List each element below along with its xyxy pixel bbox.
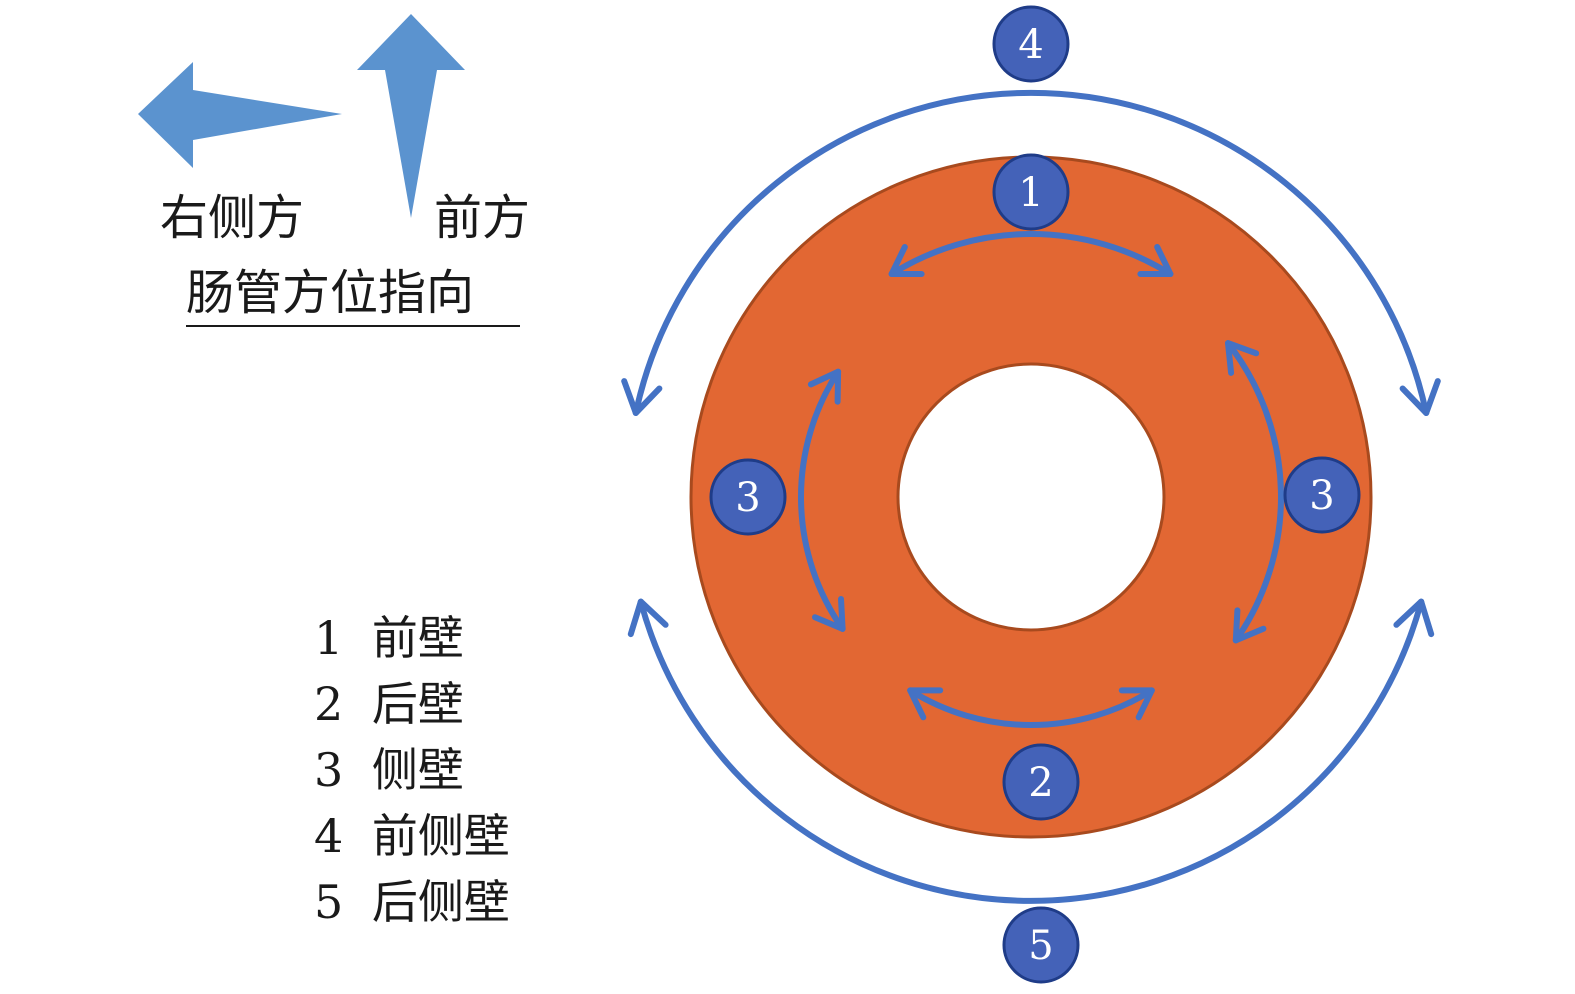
arrowhead-icon <box>1393 598 1435 638</box>
legend-number: 2 <box>314 677 343 731</box>
wall-arrows <box>621 89 1441 904</box>
posterolateral-wall-arrow <box>627 598 1435 904</box>
legend-item-lateral-wall: 3 侧壁 <box>314 743 464 797</box>
legend-label: 前壁 <box>372 611 464 665</box>
legend: 1 前壁 2 后壁 3 侧壁 4 前侧壁 5 后侧壁 <box>314 611 510 929</box>
arrowhead-icon <box>807 368 842 405</box>
badge-lateral-wall-left: 3 <box>709 458 787 536</box>
anterior-wall-arrow <box>888 231 1174 277</box>
arrow-arc <box>1225 340 1285 644</box>
legend-number: 1 <box>314 611 343 665</box>
anterior-direction-label: 前方 <box>434 190 530 246</box>
legend-label: 侧壁 <box>372 743 464 797</box>
legend-number: 4 <box>314 809 343 863</box>
arrowhead-icon <box>812 596 846 632</box>
right-direction-arrow-icon <box>138 62 342 168</box>
anterior-direction-arrow-icon <box>357 14 465 218</box>
legend-number: 3 <box>314 743 343 797</box>
badge-lateral-wall-right: 3 <box>1283 456 1361 534</box>
arrowhead-icon <box>627 598 669 638</box>
badge-posterior-wall: 2 <box>1002 743 1080 821</box>
badge-circle <box>1002 743 1080 821</box>
arrowhead-icon <box>907 687 944 721</box>
badge-posterolateral-wall: 5 <box>1002 906 1080 984</box>
badge-circle <box>709 458 787 536</box>
badge-number: 3 <box>1309 473 1334 519</box>
arrowhead-icon <box>888 244 925 277</box>
arrowhead-icon <box>1399 378 1441 416</box>
arrow-arc <box>637 598 1425 904</box>
legend-label: 前侧壁 <box>372 809 510 863</box>
arrow-arc <box>907 687 1155 728</box>
lateral-wall-right-arrow <box>1225 340 1285 644</box>
badge-circle <box>1283 456 1361 534</box>
legend-item-anterior-wall: 1 前壁 <box>314 611 464 665</box>
right-direction-label: 右侧方 <box>160 190 304 246</box>
orientation-title: 肠管方位指向 <box>186 265 474 321</box>
arrowhead-icon <box>1118 687 1155 721</box>
badge-circle <box>992 153 1070 231</box>
badge-circle <box>1002 906 1080 984</box>
badge-anterior-wall: 1 <box>992 153 1070 231</box>
legend-number: 5 <box>314 875 343 929</box>
legend-label: 后侧壁 <box>372 875 510 929</box>
posterior-wall-arrow <box>907 687 1155 728</box>
badge-number: 4 <box>1018 22 1043 68</box>
arrow-arc <box>798 368 846 632</box>
legend-item-anterolateral-wall: 4 前侧壁 <box>314 809 510 863</box>
arrowhead-icon <box>1137 244 1174 277</box>
badge-number: 3 <box>735 475 760 521</box>
arrow-arc <box>632 89 1430 416</box>
arrowhead-icon <box>1232 607 1267 644</box>
lateral-wall-left-arrow <box>798 368 846 632</box>
badge-number: 1 <box>1018 170 1043 216</box>
arrowhead-icon <box>1225 340 1260 376</box>
arrowhead-icon <box>621 378 663 416</box>
orientation-compass: 右侧方 前方 肠管方位指向 <box>138 14 530 327</box>
legend-label: 后壁 <box>372 677 464 731</box>
legend-item-posterior-wall: 2 后壁 <box>314 677 464 731</box>
arrow-arc <box>888 231 1174 277</box>
anterolateral-wall-arrow <box>621 89 1441 416</box>
intestine-cross-section <box>689 155 1373 839</box>
badge-circle <box>992 5 1070 83</box>
intestinal-lumen <box>896 362 1166 632</box>
badge-number: 2 <box>1028 760 1053 806</box>
badge-number: 5 <box>1028 923 1053 969</box>
legend-item-posterolateral-wall: 5 后侧壁 <box>314 875 510 929</box>
badge-anterolateral-wall: 4 <box>992 5 1070 83</box>
